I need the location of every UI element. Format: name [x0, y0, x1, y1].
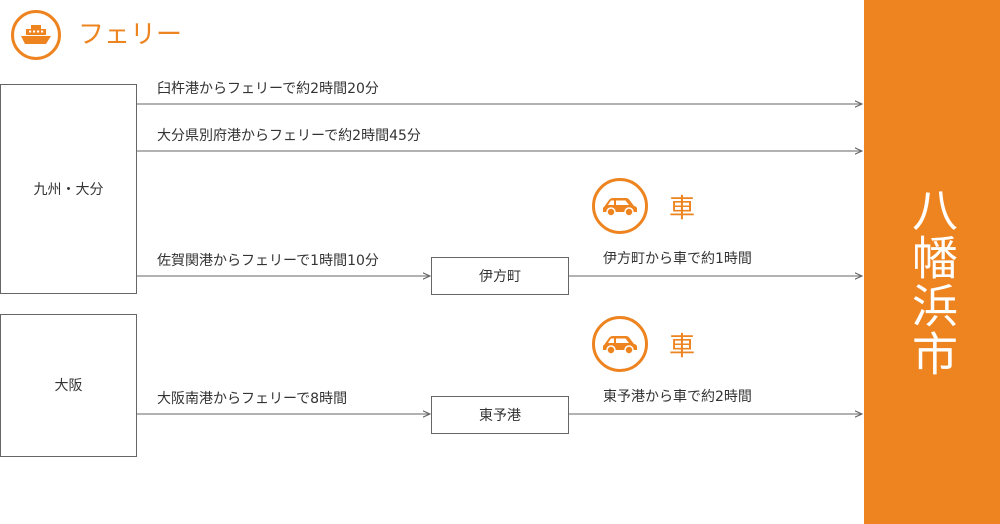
- ferry-legend-label: フェリー: [78, 20, 183, 50]
- via-ikata: 伊方町: [431, 257, 569, 295]
- origin-kyushu-oita: 九州・大分: [0, 84, 137, 294]
- ferry-legend-circle: [11, 10, 61, 60]
- origin-osaka: 大阪: [0, 314, 137, 457]
- route-label-usuki: 臼杵港からフェリーで約2時間20分: [157, 81, 379, 97]
- car-legend-label-2: 車: [669, 332, 696, 362]
- route-label-saganoseki: 佐賀関港からフェリーで1時間10分: [157, 253, 379, 269]
- via-toyo-port: 東予港: [431, 396, 569, 434]
- ferry-icon: [21, 25, 51, 44]
- car-legend-label-1: 車: [669, 194, 696, 224]
- route-label-beppu: 大分県別府港からフェリーで約2時間45分: [157, 128, 421, 144]
- car-legend-circle-2: [592, 316, 648, 372]
- car-icon: [603, 198, 637, 217]
- car-route-label-ikata: 伊方町から車で約1時間: [603, 251, 752, 267]
- car-legend-circle-1: [592, 178, 648, 234]
- destination-name: 八幡浜市: [905, 186, 959, 378]
- route-label-osaka-nanko: 大阪南港からフェリーで8時間: [157, 391, 348, 407]
- destination-panel: 八幡浜市: [864, 0, 1000, 524]
- car-icon: [603, 336, 637, 355]
- car-route-label-toyo: 東予港から車で約2時間: [603, 389, 752, 405]
- route-lines: [137, 0, 864, 524]
